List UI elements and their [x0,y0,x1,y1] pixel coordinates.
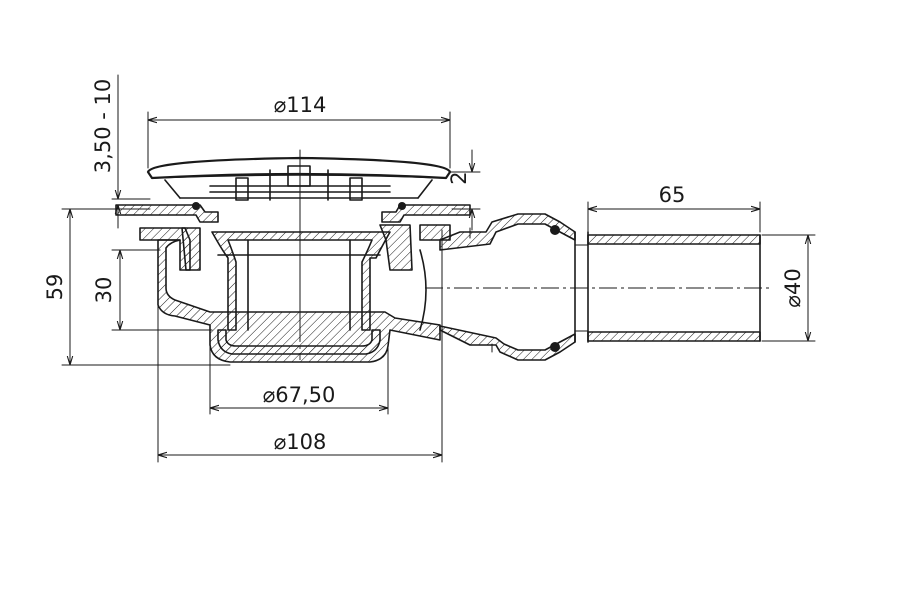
dimension-labels: ⌀114 ⌀108 ⌀67,50 65 ⌀40 59 30 3,50 - 10 … [43,79,805,454]
dim-label-3-50-10: 3,50 - 10 [91,79,115,173]
dim-label-65: 65 [659,183,686,207]
center-lines [299,150,770,360]
dim-label-diameter-114: ⌀114 [274,93,327,117]
dim-value-114: 114 [286,93,326,117]
dim-label-59: 59 [43,274,67,301]
dim-label-30: 30 [92,277,116,304]
diameter-symbol: ⌀ [781,295,805,308]
dimension-lines [61,74,816,463]
seal-ring-bottom [550,342,560,352]
diameter-symbol: ⌀ [274,93,287,117]
dim-value-40: 40 [781,268,805,295]
seal-ring-right [398,202,406,210]
outlet-socket [419,213,589,361]
dim-value-108: 108 [286,430,326,454]
diameter-symbol: ⌀ [263,383,276,407]
diameter-symbol: ⌀ [274,430,287,454]
dim-label-diameter-67-50: ⌀67,50 [263,383,336,407]
seal-ring-left [192,202,200,210]
drain-body [157,231,441,363]
dim-label-2: 2 [447,171,471,184]
seal-ring-top [550,225,560,235]
dim-label-diameter-108: ⌀108 [274,430,327,454]
dim-value-67-50: 67,50 [275,383,335,407]
dim-label-diameter-40: ⌀40 [781,268,805,307]
